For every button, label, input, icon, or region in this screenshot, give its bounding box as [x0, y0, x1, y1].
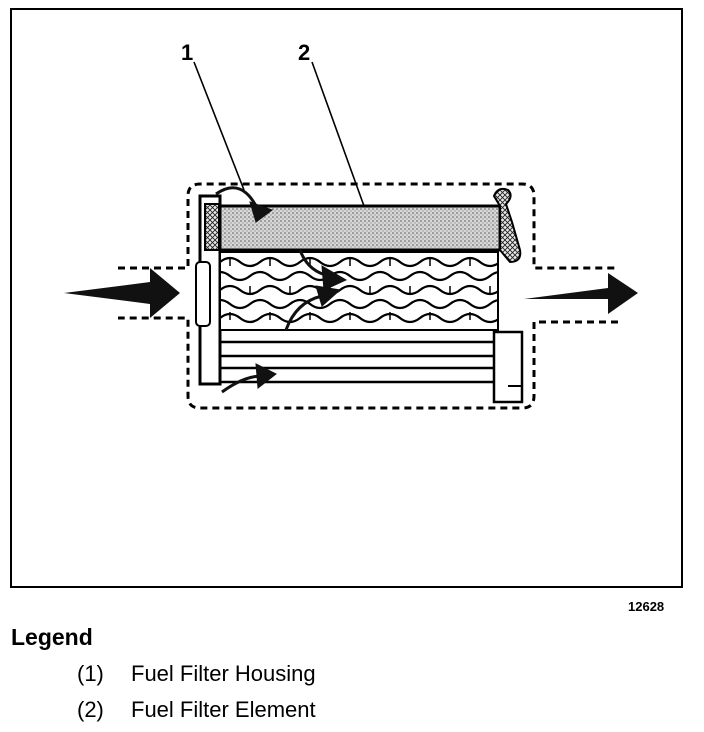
leader-line-2	[311, 61, 365, 207]
figure-number: 12628	[628, 599, 665, 614]
gasket	[204, 203, 220, 251]
leader-line-1	[193, 61, 245, 191]
legend-title: Legend	[11, 624, 93, 650]
legend-item-number: (2)	[77, 697, 104, 722]
housing-lip	[492, 187, 522, 264]
fuel-filter-diagram	[64, 61, 638, 410]
housing-outline	[118, 182, 618, 410]
legend-item: (1) Fuel Filter Housing	[77, 661, 316, 687]
legend-item: (2) Fuel Filter Element	[77, 697, 316, 723]
flow-arrows	[215, 186, 348, 394]
outlet-arrow	[524, 273, 638, 314]
diagram-frame	[10, 8, 683, 588]
legend-item-label: Fuel Filter Housing	[131, 661, 316, 686]
inlet-port	[195, 261, 211, 327]
legend-item-number: (1)	[77, 661, 104, 686]
callout-1: 1	[181, 40, 194, 65]
callout-2: 2	[298, 40, 311, 65]
inlet-arrow	[64, 268, 180, 318]
legend-item-label: Fuel Filter Element	[131, 697, 316, 722]
outlet-fitting	[492, 330, 524, 404]
